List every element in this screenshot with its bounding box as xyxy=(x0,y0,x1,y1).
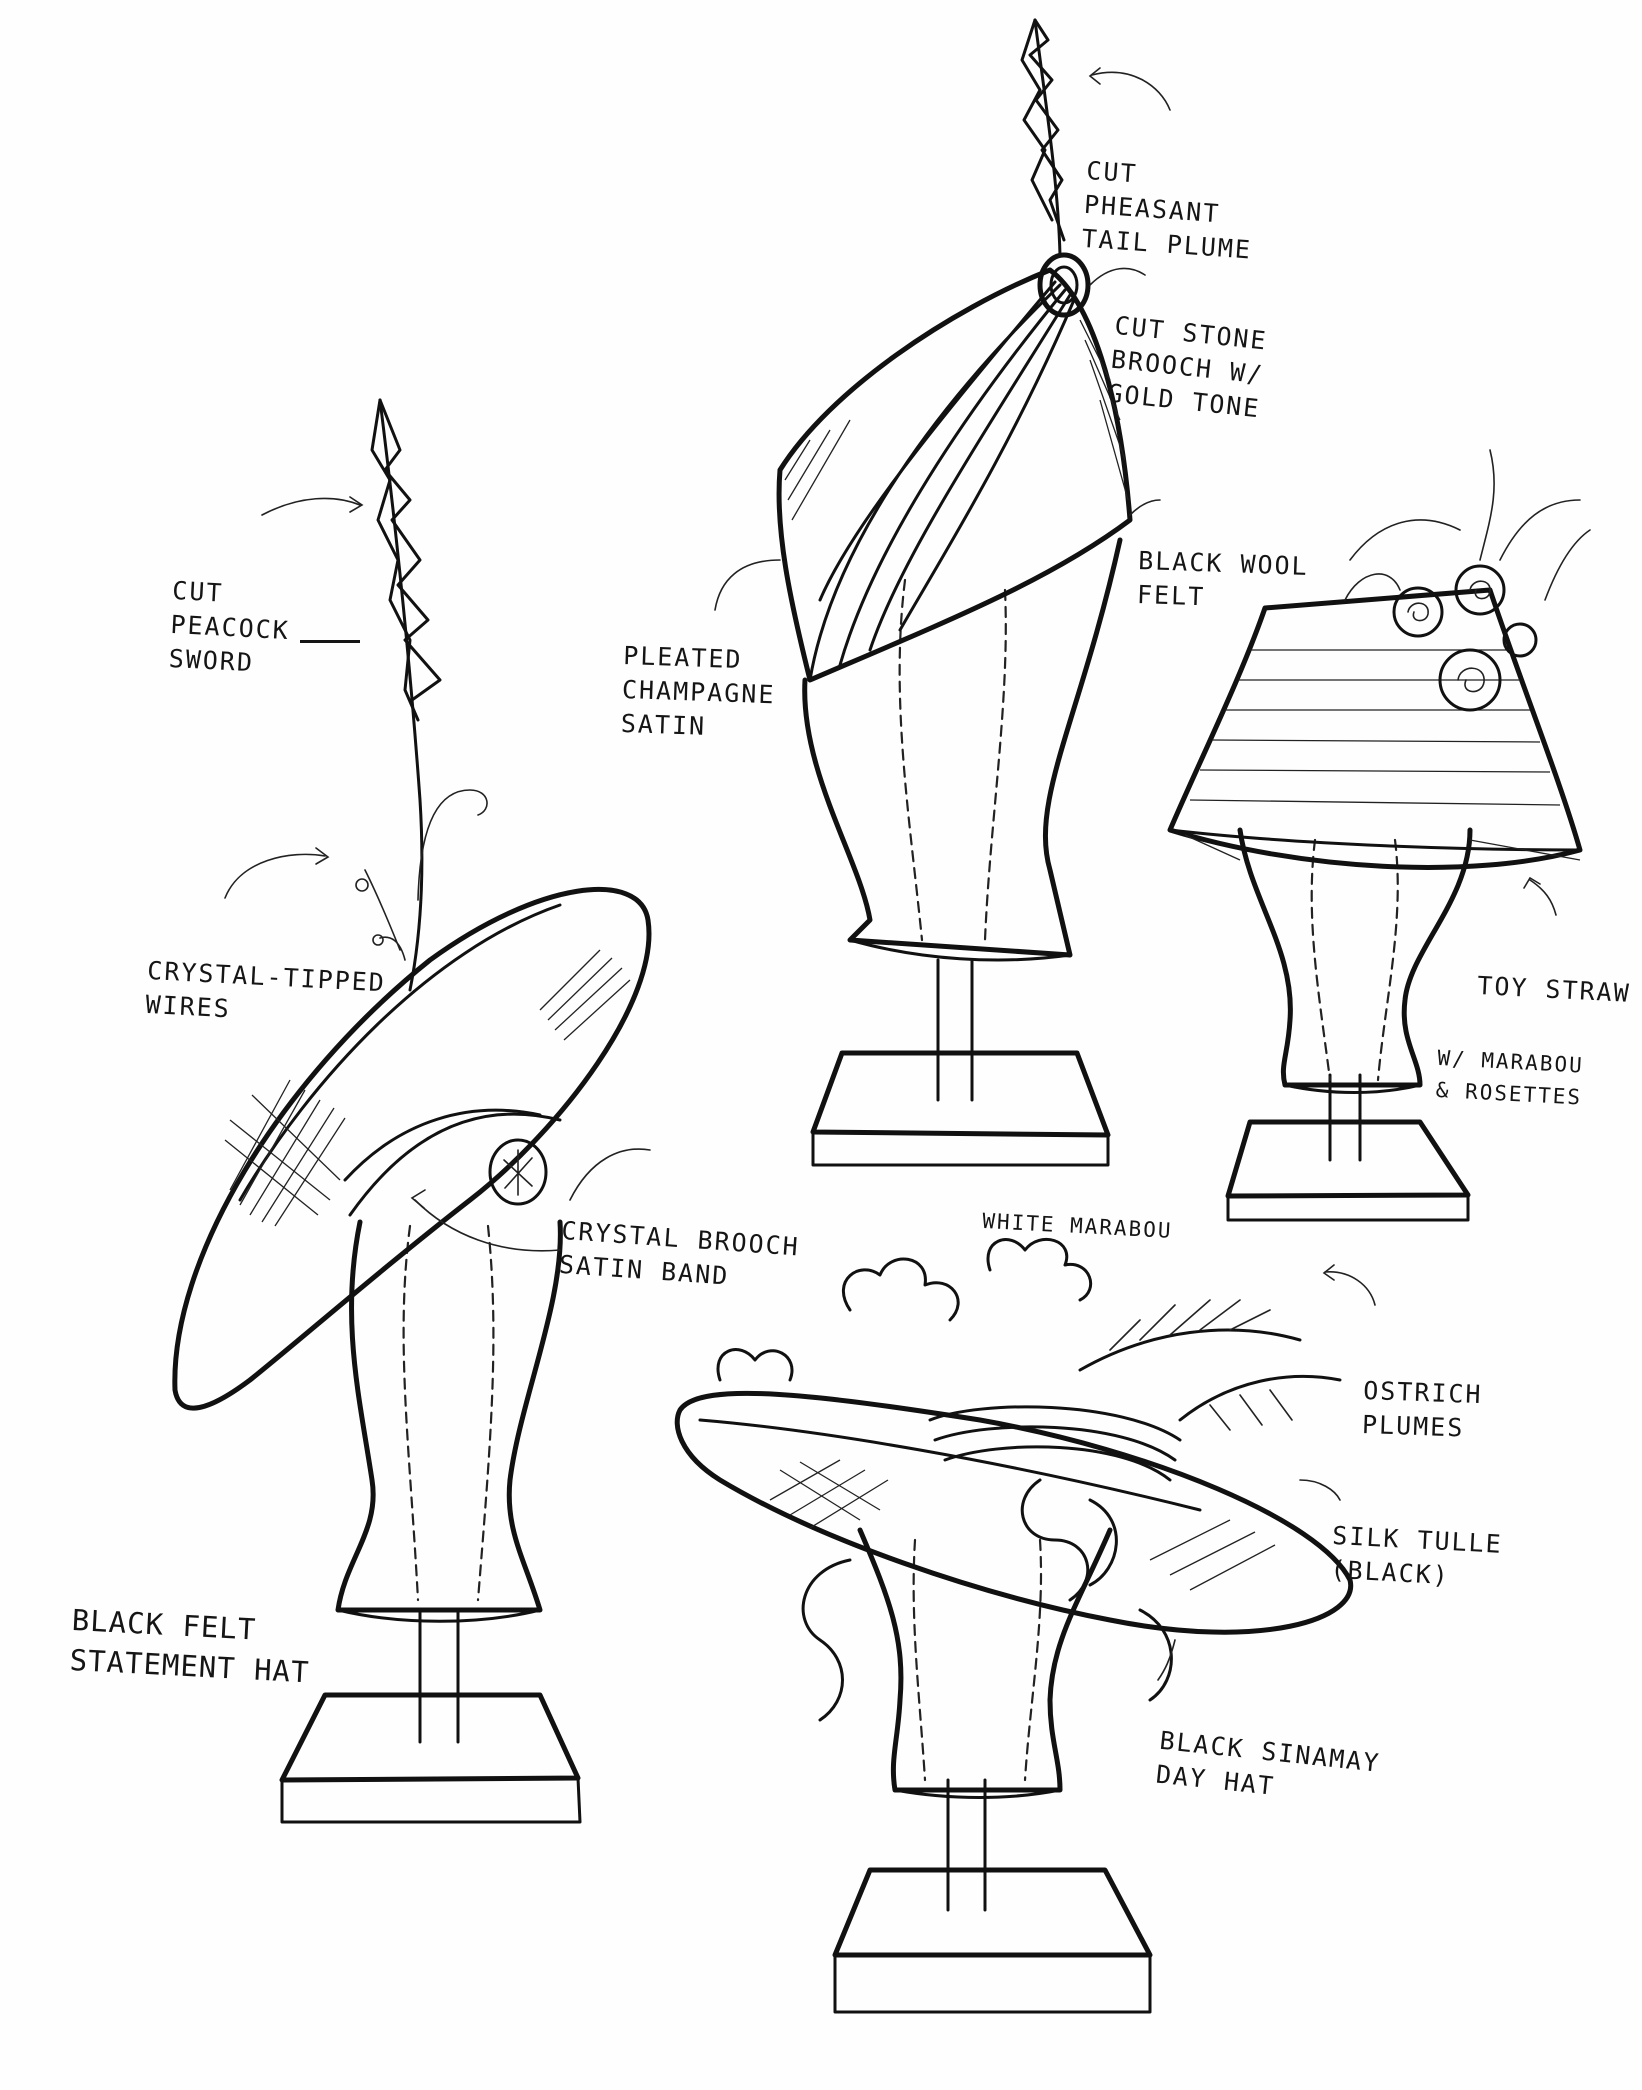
toy-straw-text: Toy Straw xyxy=(1476,970,1632,1008)
crystal-brooch-text: Crystal Brooch Satin Band xyxy=(558,1215,801,1291)
label-crystal-brooch: Crystal Brooch Satin Band xyxy=(558,1180,803,1298)
mannequin-left xyxy=(172,398,652,1824)
label-peacock-sword: Cut Peacock Sword xyxy=(168,540,294,682)
wool-felt-text: Black Wool Felt xyxy=(1136,545,1310,612)
cut-stone-brooch-text: Cut Stone Brooch w/ Gold Tone xyxy=(1106,310,1269,424)
silk-tulle-text: Silk Tulle (Black) xyxy=(1329,1520,1504,1591)
mannequin-center xyxy=(714,18,1171,1167)
label-ostrich-plumes: Ostrich Plumes xyxy=(1361,1340,1484,1446)
peacock-sword-text: Cut Peacock Sword xyxy=(168,575,291,678)
label-crystal-wires: Crystal-Tipped Wires xyxy=(145,920,389,1034)
label-wool-felt: Black Wool Felt xyxy=(1136,510,1310,618)
label-silk-tulle: Silk Tulle (Black) xyxy=(1330,1485,1506,1596)
label-statement-hat: Black Felt Statement Hat xyxy=(69,1560,315,1692)
ostrich-plumes-text: Ostrich Plumes xyxy=(1361,1375,1484,1443)
label-pheasant-plume: Cut Pheasant Tail Plume xyxy=(1081,120,1261,268)
mannequin-bottom xyxy=(674,1237,1376,2014)
label-toy-straw: Toy Straw xyxy=(1476,935,1633,1011)
marabou-rosettes-text: w/ Marabou & Rosettes xyxy=(1435,1045,1585,1110)
label-marabou-rosettes: w/ Marabou & Rosettes xyxy=(1435,1010,1586,1114)
pleated-satin-text: Pleated Champagne Satin xyxy=(620,640,776,741)
label-cut-stone-brooch: Cut Stone Brooch w/ Gold Tone xyxy=(1106,275,1273,426)
pheasant-plume-text: Cut Pheasant Tail Plume xyxy=(1080,155,1253,265)
statement-hat-text: Black Felt Statement Hat xyxy=(68,1602,311,1690)
label-white-marabou: White Marabou xyxy=(981,1170,1175,1248)
crystal-wires-text: Crystal-Tipped Wires xyxy=(144,955,387,1024)
label-pleated-satin: Pleated Champagne Satin xyxy=(620,605,778,746)
peacock-sword-underline xyxy=(300,640,360,643)
white-marabou-text: White Marabou xyxy=(981,1208,1174,1243)
sinamay-hat-text: Black Sinamay Day Hat xyxy=(1154,1725,1382,1801)
mannequin-right xyxy=(1167,449,1591,1222)
